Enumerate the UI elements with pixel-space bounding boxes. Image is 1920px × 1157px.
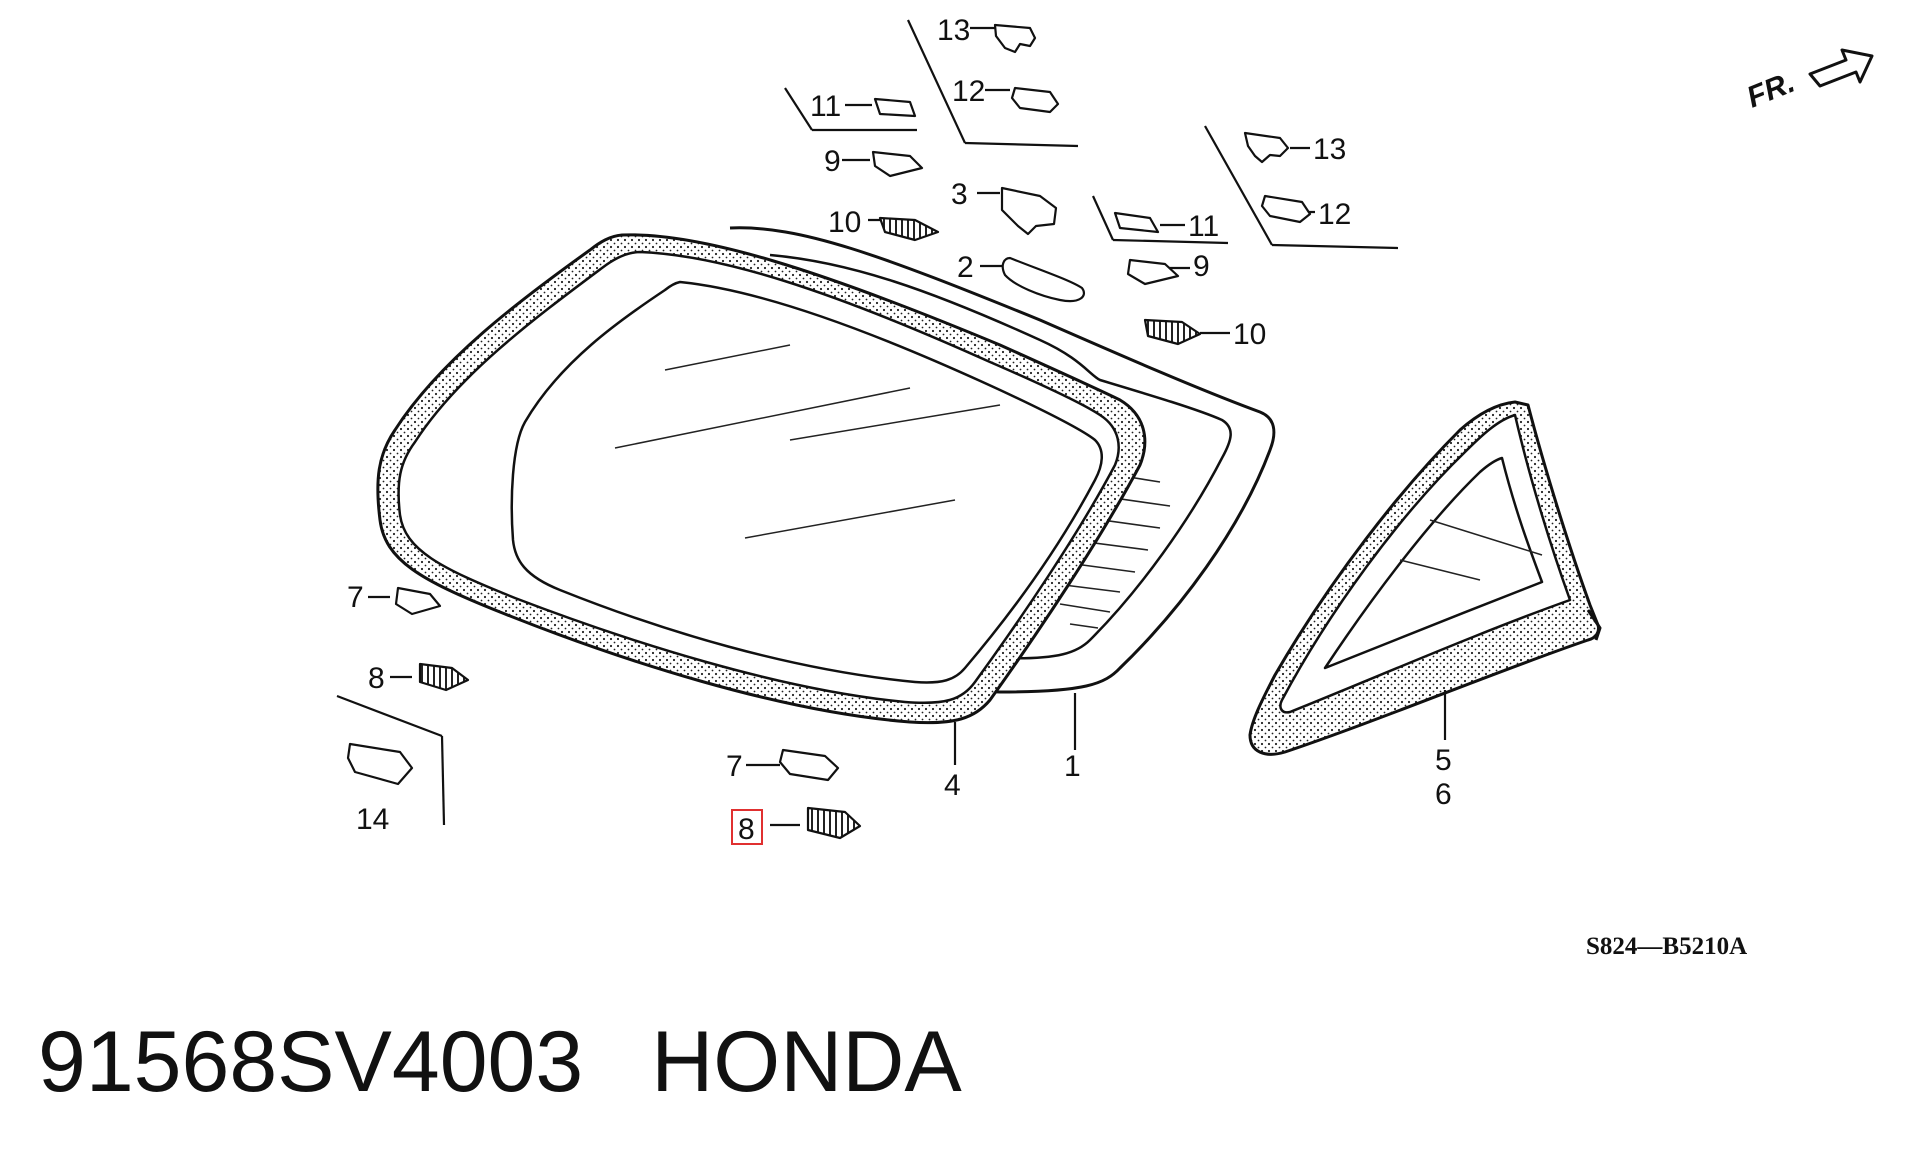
callout-12: 12 [1318, 198, 1351, 231]
clip-12-top [1010, 86, 1060, 114]
callout-7: 7 [726, 750, 743, 783]
pad-9-right [1126, 258, 1180, 286]
clip-12-right [1260, 194, 1312, 224]
diagram-code: S824—B5210A [1586, 933, 1747, 960]
tape-8-bottom [806, 806, 862, 840]
tape-8-left [418, 662, 470, 692]
part-caption: 91568SV4003 HONDA [38, 1012, 962, 1112]
glass-reflection-lines [614, 344, 1001, 539]
rear-windshield-molding [376, 233, 1147, 725]
clip-parts [346, 23, 1312, 840]
clip-13-right [1243, 131, 1290, 164]
callout-10: 10 [1233, 318, 1266, 351]
pad-7-left [394, 586, 442, 616]
callout-14: 14 [356, 803, 389, 836]
tape-10-left [878, 216, 940, 242]
callout-12: 12 [952, 75, 985, 108]
bracket-2 [1001, 256, 1085, 303]
pad-9-left [871, 150, 924, 178]
pad-11-right [1113, 211, 1160, 234]
callout-13: 13 [1313, 133, 1346, 166]
callout-5: 5 [1435, 744, 1452, 777]
callout-8: 8 [738, 813, 755, 846]
callout-4: 4 [944, 769, 961, 802]
pad-14 [346, 742, 414, 786]
tape-10-right [1143, 318, 1202, 346]
quarter-window-glass [1248, 400, 1602, 756]
callout-labels: 13 12 11 9 3 10 2 13 12 11 9 10 7 8 14 7… [347, 14, 1452, 846]
callout-11: 11 [810, 90, 841, 123]
callout-2: 2 [957, 251, 974, 284]
callout-highlight-box [731, 809, 763, 845]
front-arrow-icon [1808, 48, 1874, 88]
pad-11-left [873, 97, 917, 118]
callout-10: 10 [828, 206, 861, 239]
direction-label: FR. [1742, 66, 1799, 115]
callout-6: 6 [1435, 778, 1452, 811]
part-number: 91568SV4003 [38, 1014, 584, 1110]
callout-1: 1 [1064, 750, 1081, 783]
bracket-3 [1000, 186, 1058, 236]
brand-name: HONDA [651, 1014, 962, 1110]
leader-lines [336, 19, 1447, 827]
callout-3: 3 [951, 178, 968, 211]
callout-9: 9 [1193, 250, 1210, 283]
callout-8: 8 [368, 662, 385, 695]
callout-13: 13 [937, 14, 970, 47]
clip-13-top [993, 23, 1037, 54]
callout-9: 9 [824, 145, 841, 178]
callout-7: 7 [347, 581, 364, 614]
front-direction-indicator: FR. [1742, 48, 1874, 115]
callout-11: 11 [1188, 210, 1219, 243]
pad-7-bottom [778, 748, 840, 782]
